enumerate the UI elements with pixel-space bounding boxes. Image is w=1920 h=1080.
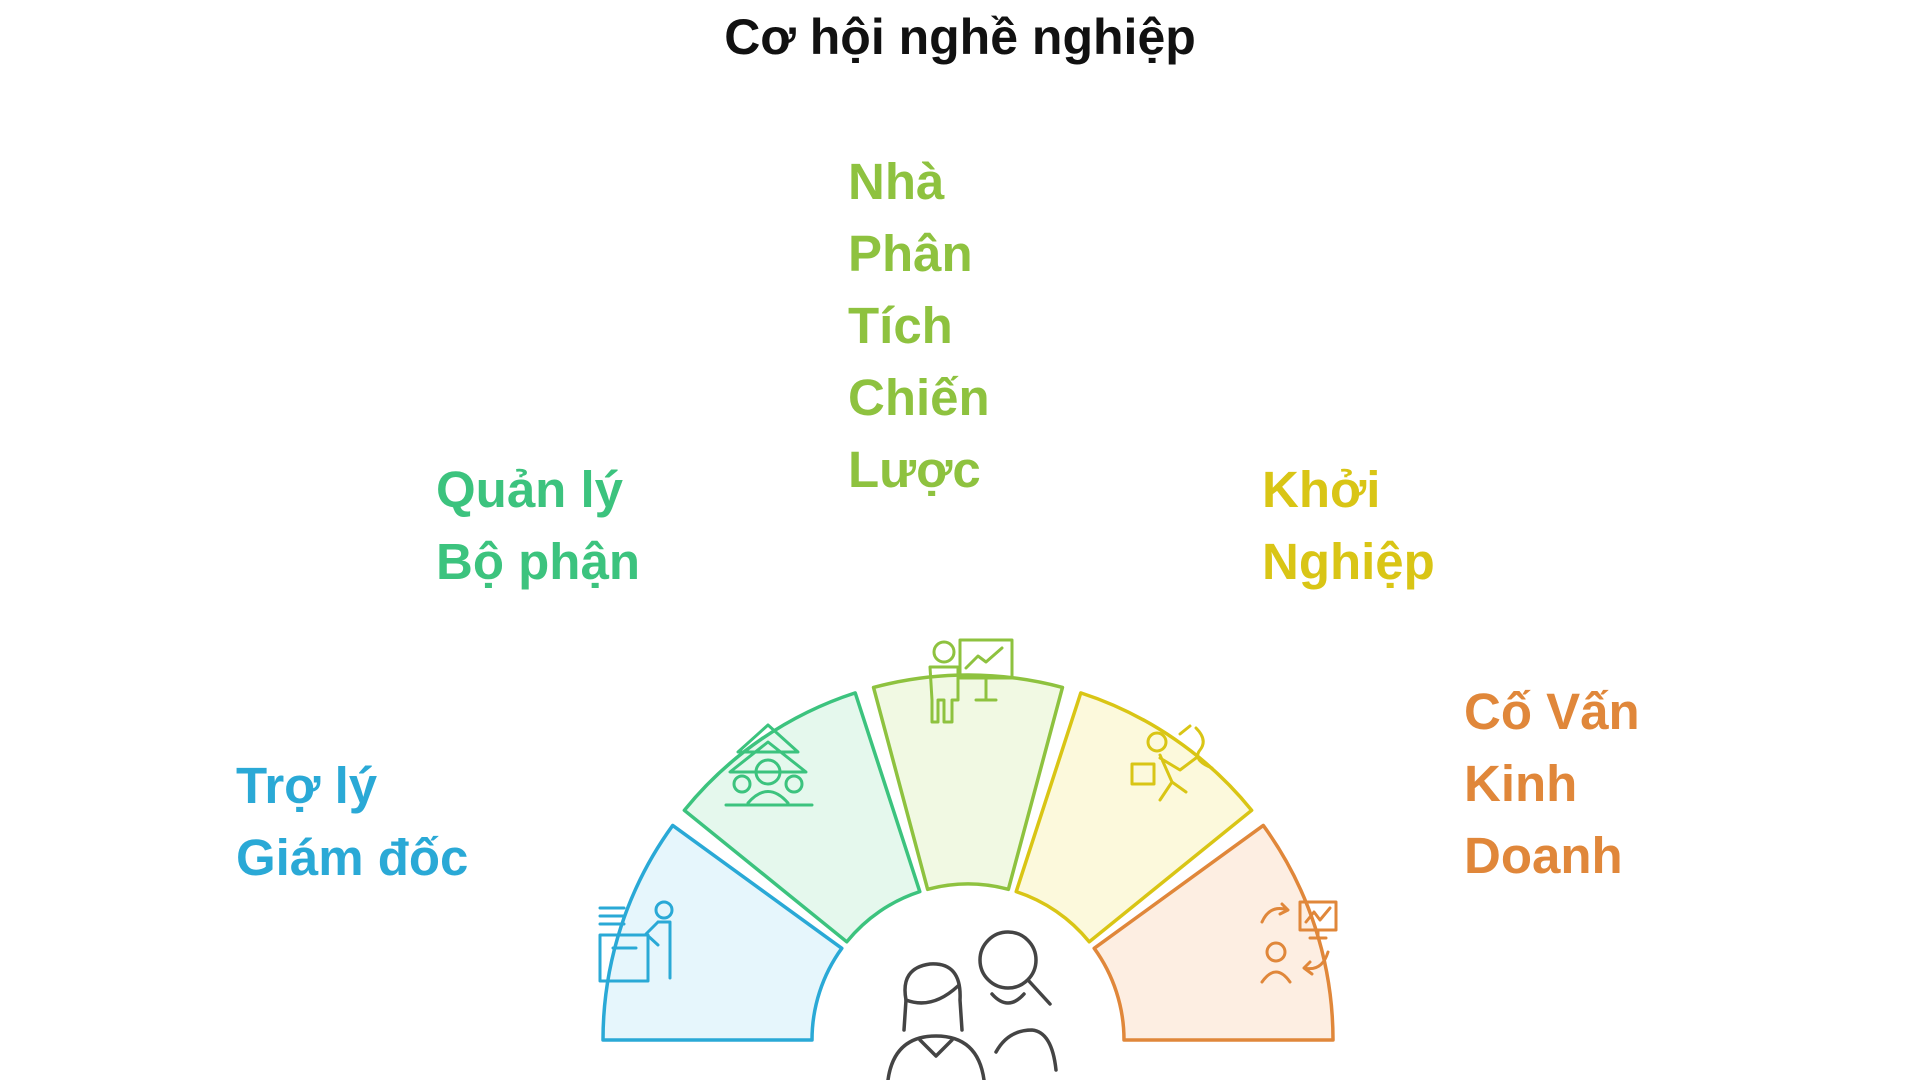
segment-label-line: Doanh: [1464, 827, 1623, 884]
office-desk-worker-icon: [598, 900, 674, 983]
segment-label-line: Nhà: [848, 153, 945, 210]
segment-label-line: Lược: [848, 441, 981, 498]
segment-label-line: Giám đốc: [236, 829, 469, 886]
segment-label-tro-ly-giam-doc: Trợ lý Giám đốc: [236, 750, 468, 894]
segment-khoi-nghiep: [1014, 691, 1254, 944]
segment-quan-ly-bo-phan: [682, 691, 922, 944]
segment-label-line: Phân: [848, 225, 973, 282]
segment-label-line: Kinh: [1464, 755, 1578, 812]
segment-label-line: Chiến: [848, 369, 990, 426]
running-person-box-icon: [1130, 724, 1214, 802]
two-people-search-icon: [886, 930, 1058, 1080]
segment-label-line: Nghiệp: [1262, 533, 1435, 590]
segment-label-quan-ly-bo-phan: Quản lý Bộ phận: [436, 454, 640, 598]
segment-co-van-kinh-doanh: [1092, 823, 1335, 1042]
team-hierarchy-icon: [724, 723, 814, 807]
segment-label-line: Tích: [848, 297, 953, 354]
presenter-chart-icon: [928, 638, 1014, 724]
segment-label-line: Bộ phận: [436, 533, 640, 590]
diagram-title: Cơ hội nghề nghiệp: [724, 9, 1196, 65]
icons-layer: [598, 638, 1338, 1080]
segment-label-line: Khởi: [1262, 461, 1381, 518]
segment-label-line: Quản lý: [436, 461, 624, 518]
segment-label-co-van-kinh-doanh: Cố Vấn Kinh Doanh: [1464, 676, 1640, 892]
segment-label-line: Cố Vấn: [1464, 683, 1640, 740]
segments-layer: [601, 673, 1335, 1042]
segment-label-nha-phan-tich-chien-luoc: Nhà Phân Tích Chiến Lược: [848, 146, 990, 506]
consultant-chart-icon: [1260, 900, 1338, 984]
segment-tro-ly-giam-doc: [601, 823, 844, 1042]
segment-label-khoi-nghiep: Khởi Nghiệp: [1262, 454, 1435, 598]
segment-label-line: Trợ lý: [236, 757, 378, 814]
segment-nha-phan-tich-chien-luoc: [871, 673, 1065, 892]
